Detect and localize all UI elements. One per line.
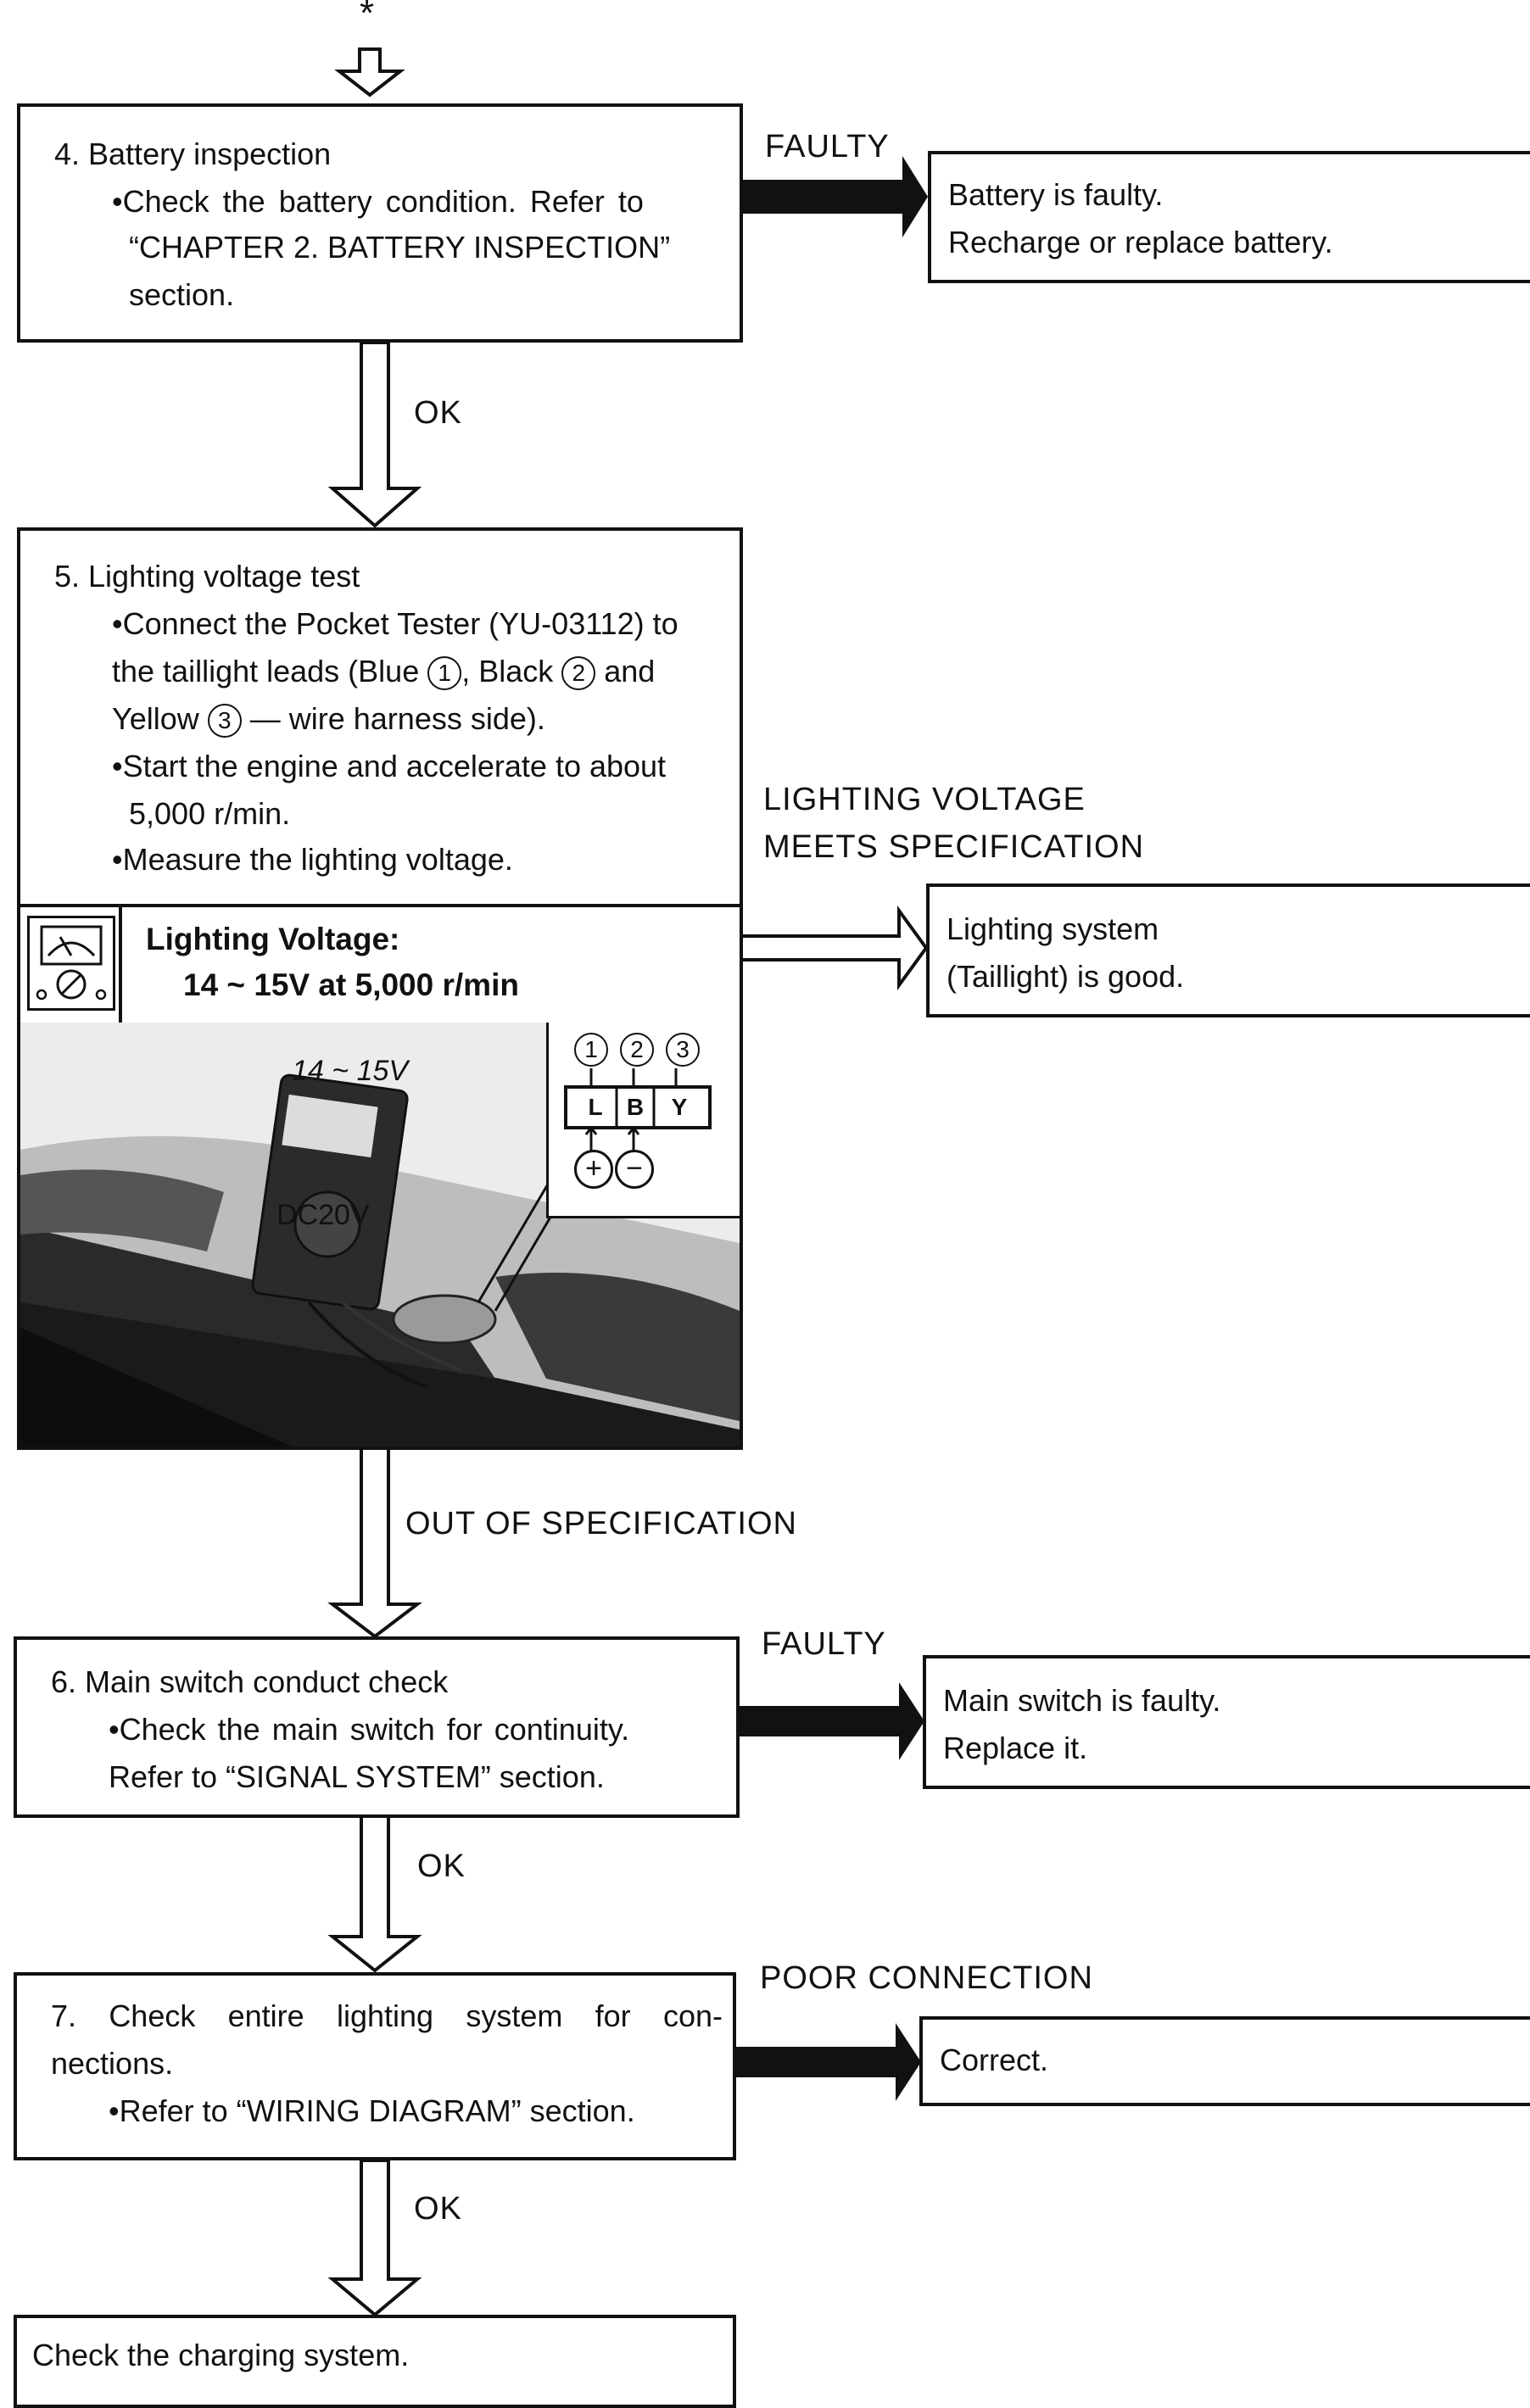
correct-result-text: Correct. bbox=[940, 2037, 1048, 2083]
step-7-title: 7. Check entire lighting system for con- bbox=[51, 1993, 723, 2039]
out-arrow-5-6 bbox=[332, 1448, 417, 1636]
step-5-line-2-c: and bbox=[595, 654, 655, 688]
ok-label-7: OK bbox=[414, 2191, 462, 2227]
faulty-label-4: FAULTY bbox=[765, 129, 890, 165]
tester-icon bbox=[27, 916, 115, 1011]
battery-faulty-line-1: Battery is faulty. bbox=[948, 171, 1163, 218]
lighting-good-line-1: Lighting system bbox=[946, 906, 1159, 952]
step-4-line-1: •Check the battery condition. Refer to bbox=[112, 178, 644, 225]
test-photo: 14 ~ 15V DC20V 1 2 3 L B bbox=[20, 1023, 740, 1446]
step-5-line-3-a: Yellow bbox=[112, 701, 208, 736]
photo-reading-label: 14 ~ 15V bbox=[292, 1048, 408, 1095]
final-box: Check the charging system. bbox=[14, 2315, 736, 2408]
meets-spec-label-1: LIGHTING VOLTAGE bbox=[763, 782, 1086, 818]
step-5-line-2: the taillight leads (Blue 1, Black 2 and bbox=[112, 648, 655, 694]
step-5-line-3-b: — wire harness side). bbox=[242, 701, 545, 736]
step-7-line-3: •Refer to “WIRING DIAGRAM” section. bbox=[109, 2087, 635, 2134]
step-7-word: con- bbox=[663, 1993, 723, 2039]
step-7-word: Check bbox=[109, 1993, 195, 2039]
step-7-box: 7. Check entire lighting system for con-… bbox=[14, 1972, 736, 2160]
step-7-word: entire bbox=[228, 1993, 304, 2039]
spec-value: 14 ~ 15V at 5,000 r/min bbox=[183, 962, 519, 1008]
battery-faulty-line-2: Recharge or replace battery. bbox=[948, 219, 1333, 265]
step-5-line-5: 5,000 r/min. bbox=[129, 790, 290, 837]
faulty-label-6: FAULTY bbox=[762, 1626, 886, 1663]
step-4-title: 4. Battery inspection bbox=[54, 131, 331, 177]
step-5-line-1: •Connect the Pocket Tester (YU-03112) to bbox=[112, 600, 678, 647]
battery-faulty-result-box: Battery is faulty. Recharge or replace b… bbox=[928, 151, 1530, 283]
step-6-line-1: •Check the main switch for continuity. bbox=[109, 1706, 629, 1753]
step-7-line-2: nections. bbox=[51, 2040, 173, 2087]
step-4-line-2: “CHAPTER 2. BATTERY INSPECTION” bbox=[129, 224, 670, 270]
main-switch-faulty-line-2: Replace it. bbox=[943, 1725, 1087, 1771]
callout-2: 2 bbox=[561, 656, 595, 690]
step-7-word: lighting bbox=[337, 1993, 433, 2039]
lighting-good-result-box: Lighting system (Taillight) is good. bbox=[926, 883, 1530, 1017]
pin-l: L bbox=[574, 1089, 617, 1126]
step-7-word: 7. bbox=[51, 1993, 76, 2039]
meets-spec-arrow bbox=[740, 911, 926, 985]
final-text: Check the charging system. bbox=[32, 2332, 409, 2378]
negative-probe-icon: − bbox=[615, 1150, 654, 1189]
ok-label-6: OK bbox=[417, 1848, 466, 1885]
poor-connection-label: POOR CONNECTION bbox=[760, 1960, 1093, 1997]
pin-b: B bbox=[617, 1089, 654, 1126]
step-4-line-3: section. bbox=[129, 271, 234, 318]
spec-strip: Lighting Voltage: 14 ~ 15V at 5,000 r/mi… bbox=[17, 904, 743, 1028]
step-5-line-2-b: , Black bbox=[461, 654, 561, 688]
ok-label-4: OK bbox=[414, 395, 462, 432]
step-5-box: 5. Lighting voltage test •Connect the Po… bbox=[17, 527, 743, 1450]
pin-y: Y bbox=[654, 1089, 705, 1126]
callout-3: 3 bbox=[208, 704, 242, 738]
step-7-word: system bbox=[466, 1993, 562, 2039]
positive-probe-icon: + bbox=[574, 1150, 613, 1189]
ok-arrow-7-final bbox=[332, 2160, 417, 2315]
ok-arrow-4-5 bbox=[332, 343, 417, 526]
top-entry-arrow bbox=[339, 49, 400, 95]
step-5-line-3: Yellow 3 — wire harness side). bbox=[112, 695, 545, 742]
main-switch-faulty-result-box: Main switch is faulty. Replace it. bbox=[923, 1655, 1530, 1789]
main-switch-faulty-line-1: Main switch is faulty. bbox=[943, 1677, 1220, 1724]
faulty-arrow-6 bbox=[738, 1682, 924, 1760]
step-5-line-2-a: the taillight leads (Blue bbox=[112, 654, 427, 688]
step-4-box: 4. Battery inspection •Check the battery… bbox=[17, 103, 743, 343]
step-7-word: for bbox=[595, 1993, 631, 2039]
connector-inset: 1 2 3 L B Y + − bbox=[546, 1023, 740, 1218]
spec-label: Lighting Voltage: bbox=[146, 916, 399, 962]
step-6-box: 6. Main switch conduct check •Check the … bbox=[14, 1636, 740, 1818]
correct-result-box: Correct. bbox=[919, 2016, 1530, 2106]
step-6-line-2: Refer to “SIGNAL SYSTEM” section. bbox=[109, 1753, 605, 1800]
spec-divider bbox=[119, 907, 122, 1024]
callout-1: 1 bbox=[427, 656, 461, 690]
faulty-arrow-4 bbox=[733, 156, 928, 237]
step-5-line-4: •Start the engine and accelerate to abou… bbox=[112, 743, 666, 789]
poor-connection-arrow bbox=[734, 2023, 921, 2101]
ok-arrow-6-7 bbox=[332, 1816, 417, 1970]
meets-spec-label-2: MEETS SPECIFICATION bbox=[763, 829, 1144, 866]
step-6-title: 6. Main switch conduct check bbox=[51, 1658, 448, 1705]
step-5-line-6: •Measure the lighting voltage. bbox=[112, 836, 513, 883]
step-5-title: 5. Lighting voltage test bbox=[54, 553, 360, 599]
out-of-spec-label: OUT OF SPECIFICATION bbox=[405, 1506, 797, 1542]
lighting-good-line-2: (Taillight) is good. bbox=[946, 953, 1184, 1000]
photo-meter-range: DC20V bbox=[276, 1192, 370, 1239]
continuation-marker: * bbox=[360, 0, 374, 36]
